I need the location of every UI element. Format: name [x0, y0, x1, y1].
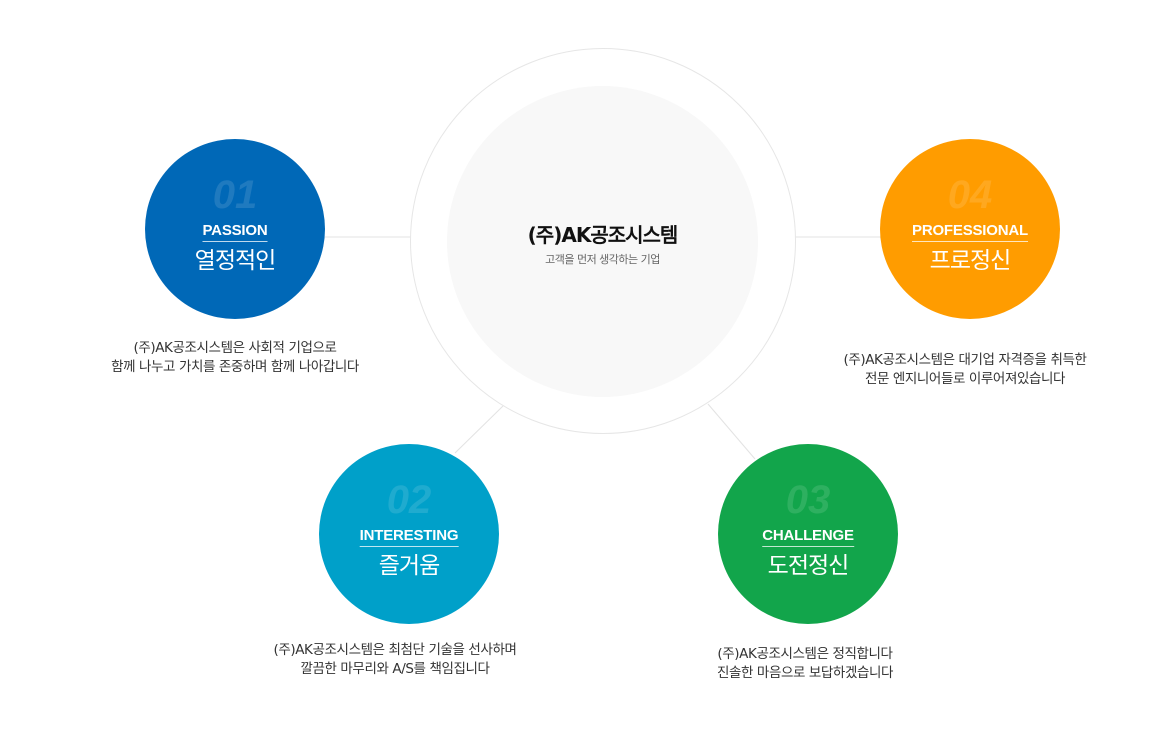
- description-line: (주)AK공조시스템은 대기업 자격증을 취득한: [843, 352, 1087, 368]
- value-description-professional: (주)AK공조시스템은 대기업 자격증을 취득한 전문 엔지니어들로 이루어져있…: [790, 351, 1140, 389]
- value-number: 04: [947, 173, 993, 217]
- value-english-label: INTERESTING: [359, 527, 459, 547]
- value-number: 01: [212, 173, 258, 217]
- value-number: 02: [386, 478, 432, 522]
- value-korean-label: 도전정신: [767, 553, 850, 579]
- value-description-challenge: (주)AK공조시스템은 정직합니다 진솔한 마음으로 보답하겠습니다: [630, 645, 980, 683]
- connector-challenge: [707, 403, 756, 460]
- description-line: 전문 엔지니어들로 이루어져있습니다: [864, 371, 1066, 387]
- value-circle-professional: 04 PROFESSIONAL 프로정신: [880, 139, 1060, 319]
- value-circle-passion: 01 PASSION 열정적인: [145, 139, 325, 319]
- description-line: (주)AK공조시스템은 최첨단 기술을 선사하며: [273, 642, 517, 658]
- value-circle-challenge: 03 CHALLENGE 도전정신: [718, 444, 898, 624]
- value-number: 03: [785, 478, 831, 522]
- description-line: 진솔한 마음으로 보답하겠습니다: [716, 665, 894, 681]
- value-description-passion: (주)AK공조시스템은 사회적 기업으로 함께 나누고 가치를 존중하며 함께 …: [60, 339, 410, 377]
- value-english-label: CHALLENGE: [762, 527, 854, 547]
- value-korean-label: 즐거움: [378, 553, 440, 579]
- value-english-label: PROFESSIONAL: [912, 222, 1028, 242]
- value-description-interesting: (주)AK공조시스템은 최첨단 기술을 선사하며 깔끔한 마무리와 A/S를 책…: [220, 641, 570, 679]
- description-line: (주)AK공조시스템은 사회적 기업으로: [133, 340, 337, 356]
- value-korean-label: 프로정신: [929, 248, 1012, 274]
- value-korean-label: 열정적인: [194, 248, 277, 274]
- value-circle-interesting: 02 INTERESTING 즐거움: [319, 444, 499, 624]
- description-line: 깔끔한 마무리와 A/S를 책임집니다: [300, 661, 490, 677]
- center-core-circle: [447, 86, 758, 397]
- description-line: (주)AK공조시스템은 정직합니다: [717, 646, 893, 662]
- connector-interesting: [454, 405, 504, 454]
- company-slogan: 고객을 먼저 생각하는 기업: [545, 253, 660, 266]
- company-name: (주)AK공조시스템: [527, 223, 679, 247]
- value-english-label: PASSION: [202, 222, 268, 242]
- description-line: 함께 나누고 가치를 존중하며 함께 나아갑니다: [111, 359, 359, 375]
